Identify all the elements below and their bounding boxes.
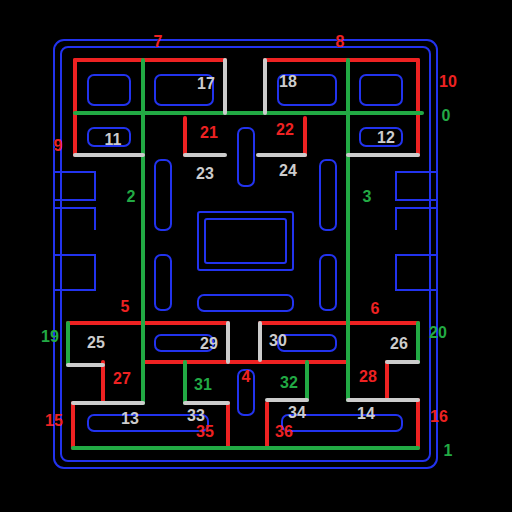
segment-number: 25 <box>87 335 105 351</box>
segment-number: 0 <box>442 108 451 124</box>
segment-number: 16 <box>430 409 448 425</box>
segment-number: 2 <box>127 189 136 205</box>
segment-number: 27 <box>113 371 131 387</box>
segment-number: 28 <box>359 369 377 385</box>
segment-number: 35 <box>196 424 214 440</box>
segment-number: 3 <box>363 189 372 205</box>
segment-number: 30 <box>269 333 287 349</box>
segment-number: 24 <box>279 163 297 179</box>
segment-number: 10 <box>439 74 457 90</box>
segment-number: 34 <box>288 405 306 421</box>
segment-number: 36 <box>275 424 293 440</box>
segment-number: 31 <box>194 377 212 393</box>
segment-number: 7 <box>154 34 163 50</box>
segment-number: 15 <box>45 413 63 429</box>
segment-number: 9 <box>54 138 63 154</box>
segment-number: 4 <box>242 369 251 385</box>
segment-number: 23 <box>196 166 214 182</box>
segment-number: 8 <box>336 34 345 50</box>
segment-number: 32 <box>280 375 298 391</box>
segment-number: 33 <box>187 408 205 424</box>
segment-number: 14 <box>357 406 375 422</box>
segment-number: 5 <box>121 299 130 315</box>
segment-number: 19 <box>41 329 59 345</box>
segment-number: 11 <box>105 132 122 148</box>
segment-number: 29 <box>200 336 218 352</box>
segment-number: 6 <box>371 301 380 317</box>
segment-number: 17 <box>197 76 215 92</box>
segment-number: 26 <box>390 336 408 352</box>
segment-number: 12 <box>377 130 395 146</box>
segment-number: 21 <box>200 125 218 141</box>
segment-number: 1 <box>444 443 453 459</box>
segment-number: 18 <box>279 74 297 90</box>
segment-number: 20 <box>429 325 447 341</box>
segment-number: 22 <box>276 122 294 138</box>
segment-number: 13 <box>121 411 139 427</box>
